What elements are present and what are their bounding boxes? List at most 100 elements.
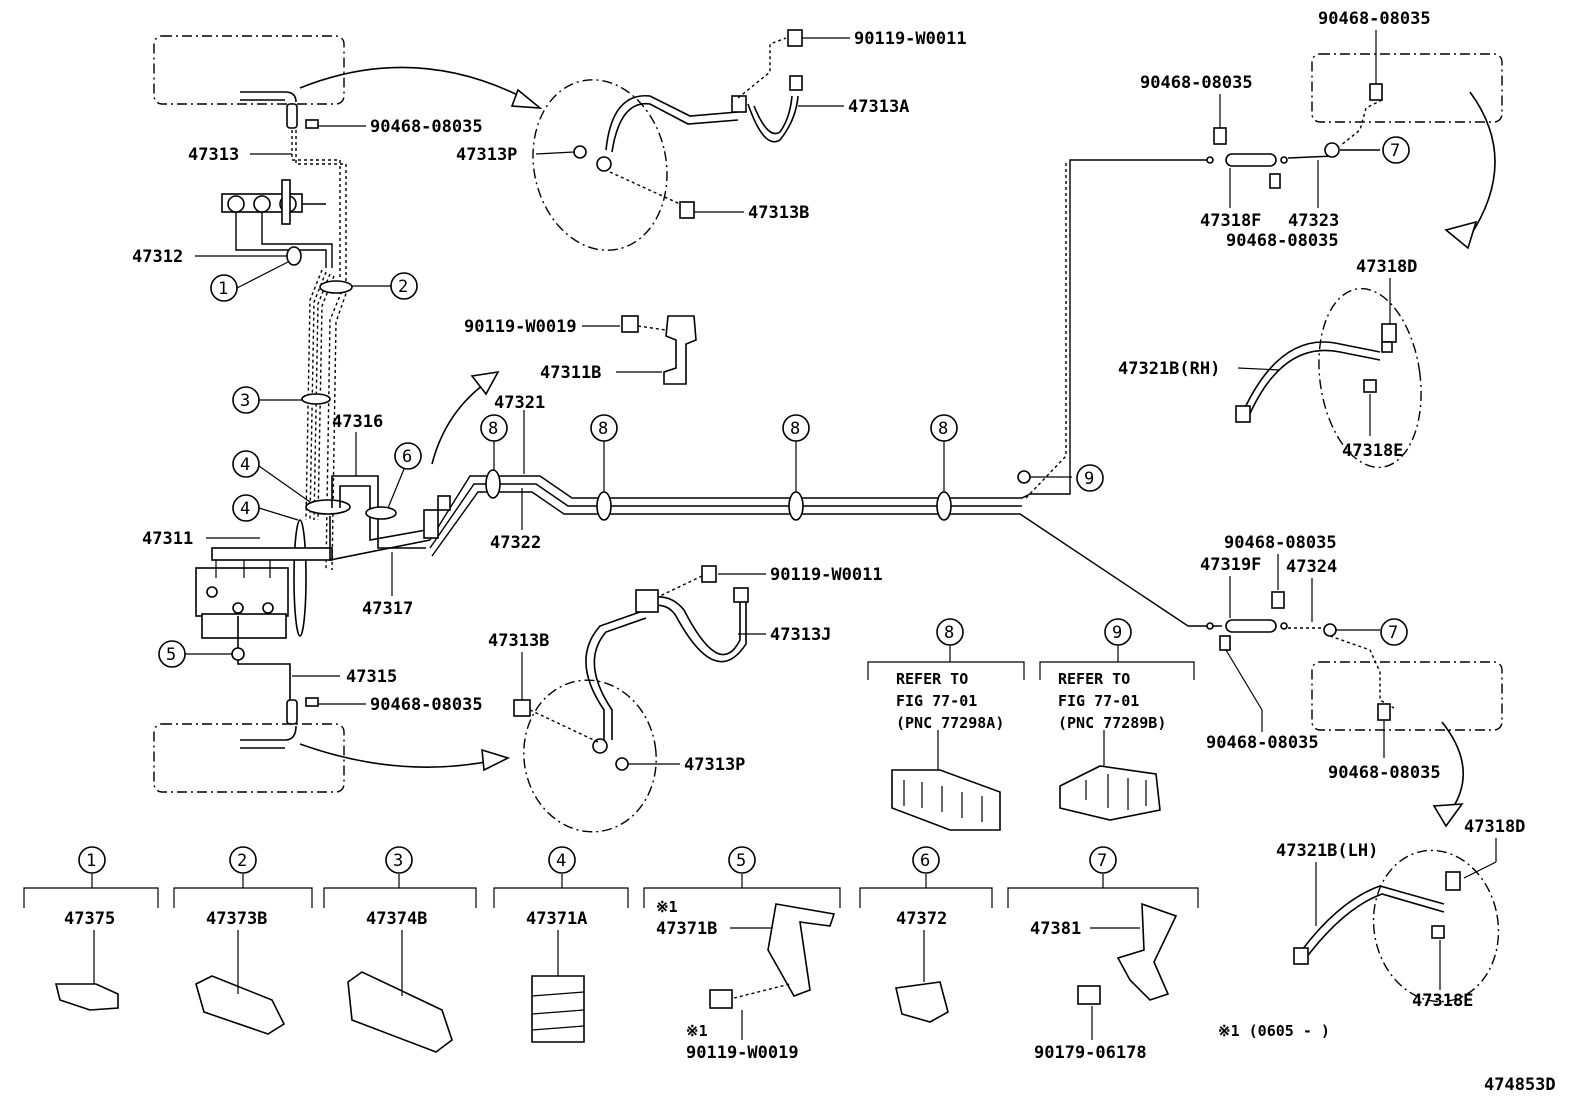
svg-text:8: 8 xyxy=(938,419,948,439)
clip-icon xyxy=(1213,127,1227,145)
refer8-line3: (PNC 77298A) xyxy=(896,714,1004,732)
legend-47375: 47375 xyxy=(64,909,115,929)
legend-marker-1 xyxy=(78,846,106,874)
frame-rear-right xyxy=(1311,53,1503,123)
svg-text:7: 7 xyxy=(1388,623,1398,643)
marker-9 xyxy=(1076,464,1104,492)
legend-90119-W0019: 90119-W0019 xyxy=(686,1043,799,1063)
refer9-line1: REFER TO xyxy=(1058,670,1130,688)
circled-markers: 1 2 3 4 4 5 6 8 8 8 8 9 xyxy=(78,136,1410,874)
label-90468-08035-b: 90468-08035 xyxy=(370,695,483,715)
clip-icon xyxy=(1219,635,1231,651)
brake-hose-front xyxy=(605,95,739,151)
rear-hose-detail: 90119-W0011 47313J 47313B 47313P xyxy=(488,565,883,833)
svg-text:2: 2 xyxy=(237,851,247,871)
label-90468-08035-c: 90468-08035 xyxy=(1226,231,1339,251)
label-47321B-LH: 47321B(LH) xyxy=(1276,841,1378,861)
clip-icon xyxy=(1363,379,1377,393)
svg-text:4: 4 xyxy=(240,455,250,475)
label-47317: 47317 xyxy=(362,599,413,619)
svg-text:9: 9 xyxy=(1112,623,1122,643)
arrow-to-rear-hose xyxy=(299,743,497,768)
bolt-icon xyxy=(513,699,531,717)
clip-9 xyxy=(1017,470,1031,484)
legend-47381: 47381 xyxy=(1030,919,1081,939)
label-47313A: 47313A xyxy=(848,97,909,117)
label-47318D-bot: 47318D xyxy=(1464,817,1525,837)
marker-8-a xyxy=(480,414,508,442)
front-left-detail: 90468-08035 47313 xyxy=(153,35,543,165)
label-47313B-bot: 47313B xyxy=(488,631,549,651)
label-90119-W0011-bot: 90119-W0011 xyxy=(770,565,883,585)
label-47316: 47316 xyxy=(332,412,383,432)
legend-note-mark-a: ※1 xyxy=(656,898,678,916)
fitting-icon xyxy=(1445,871,1461,891)
clip-icon xyxy=(305,119,319,129)
svg-text:5: 5 xyxy=(166,645,176,665)
rear-main-lines: 47321 47322 47317 xyxy=(362,159,1222,627)
refer9-line2: FIG 77-01 xyxy=(1058,692,1139,710)
svg-text:6: 6 xyxy=(920,851,930,871)
label-47311B: 47311B xyxy=(540,363,601,383)
marker-8-c xyxy=(782,414,810,442)
clip-8-d xyxy=(936,491,952,521)
part-47371A-icon xyxy=(531,975,585,1043)
clip-marker-2 xyxy=(319,280,353,294)
label-47311: 47311 xyxy=(142,529,193,549)
pipe-end-front xyxy=(240,91,297,103)
legend-row: 47375 47373B 47374B 47371A ※1 47371B ※1 … xyxy=(23,874,1556,1095)
front-brake-lines: 47316 xyxy=(291,130,427,637)
clip-icon xyxy=(1431,925,1445,939)
label-47313B-top: 47313B xyxy=(748,203,809,223)
legend-47373B: 47373B xyxy=(206,909,267,929)
legend-47371B: 47371B xyxy=(656,919,717,939)
label-47321B-RH: 47321B(RH) xyxy=(1118,359,1220,379)
part-47373B-icon xyxy=(195,975,286,1035)
clip-icon xyxy=(1271,591,1285,609)
svg-text:1: 1 xyxy=(86,851,96,871)
union-47318F xyxy=(1225,153,1277,167)
hose-fitting xyxy=(286,103,298,129)
bolt-icon xyxy=(679,201,695,219)
clip-8-a xyxy=(485,469,501,499)
refer8-line1: REFER TO xyxy=(896,670,968,688)
label-90468-08035-tl: 90468-08035 xyxy=(1140,73,1253,93)
legend-47372: 47372 xyxy=(896,909,947,929)
rear-left-detail: 90468-08035 xyxy=(153,695,511,793)
part-47381-icon xyxy=(1116,902,1178,1001)
label-47318D-top: 47318D xyxy=(1356,257,1417,277)
bolt-icon xyxy=(709,989,733,1009)
svg-text:3: 3 xyxy=(393,851,403,871)
label-47318E-bot: 47318E xyxy=(1412,991,1473,1011)
label-47313P-bot: 47313P xyxy=(684,755,745,775)
marker-9-refer xyxy=(1104,618,1132,646)
clip-marker-5 xyxy=(231,647,245,661)
legend-marker-3 xyxy=(385,846,413,874)
legend-marker-7 xyxy=(1089,846,1117,874)
legend-marker-5 xyxy=(728,846,756,874)
svg-text:4: 4 xyxy=(556,851,566,871)
svg-text:9: 9 xyxy=(1084,469,1094,489)
clip-icon xyxy=(1377,703,1391,721)
clip-8-b xyxy=(596,491,612,521)
legend-note-mark-b: ※1 xyxy=(686,1022,708,1040)
clip-icon xyxy=(305,697,319,707)
frame-rear-left xyxy=(153,723,345,793)
fitting-icon xyxy=(1381,323,1397,343)
clip-icon xyxy=(1269,173,1281,189)
svg-text:6: 6 xyxy=(402,447,412,467)
label-90468-08035: 90468-08035 xyxy=(370,117,483,137)
rear-right-section: 90468-08035 90468-08035 47318F 47323 904… xyxy=(1118,9,1503,469)
label-47324: 47324 xyxy=(1286,557,1337,577)
bolt-icon xyxy=(787,29,803,47)
clip-marker-3 xyxy=(301,393,331,405)
refer8-line2: FIG 77-01 xyxy=(896,692,977,710)
frame-front-left xyxy=(153,35,345,105)
label-47318E-top: 47318E xyxy=(1342,441,1403,461)
union-47319F xyxy=(1225,619,1277,633)
clip-marker-1 xyxy=(286,246,302,266)
marker-8-d xyxy=(930,414,958,442)
svg-text:8: 8 xyxy=(488,419,498,439)
label-90468-08035-tr: 90468-08035 xyxy=(1318,9,1431,29)
